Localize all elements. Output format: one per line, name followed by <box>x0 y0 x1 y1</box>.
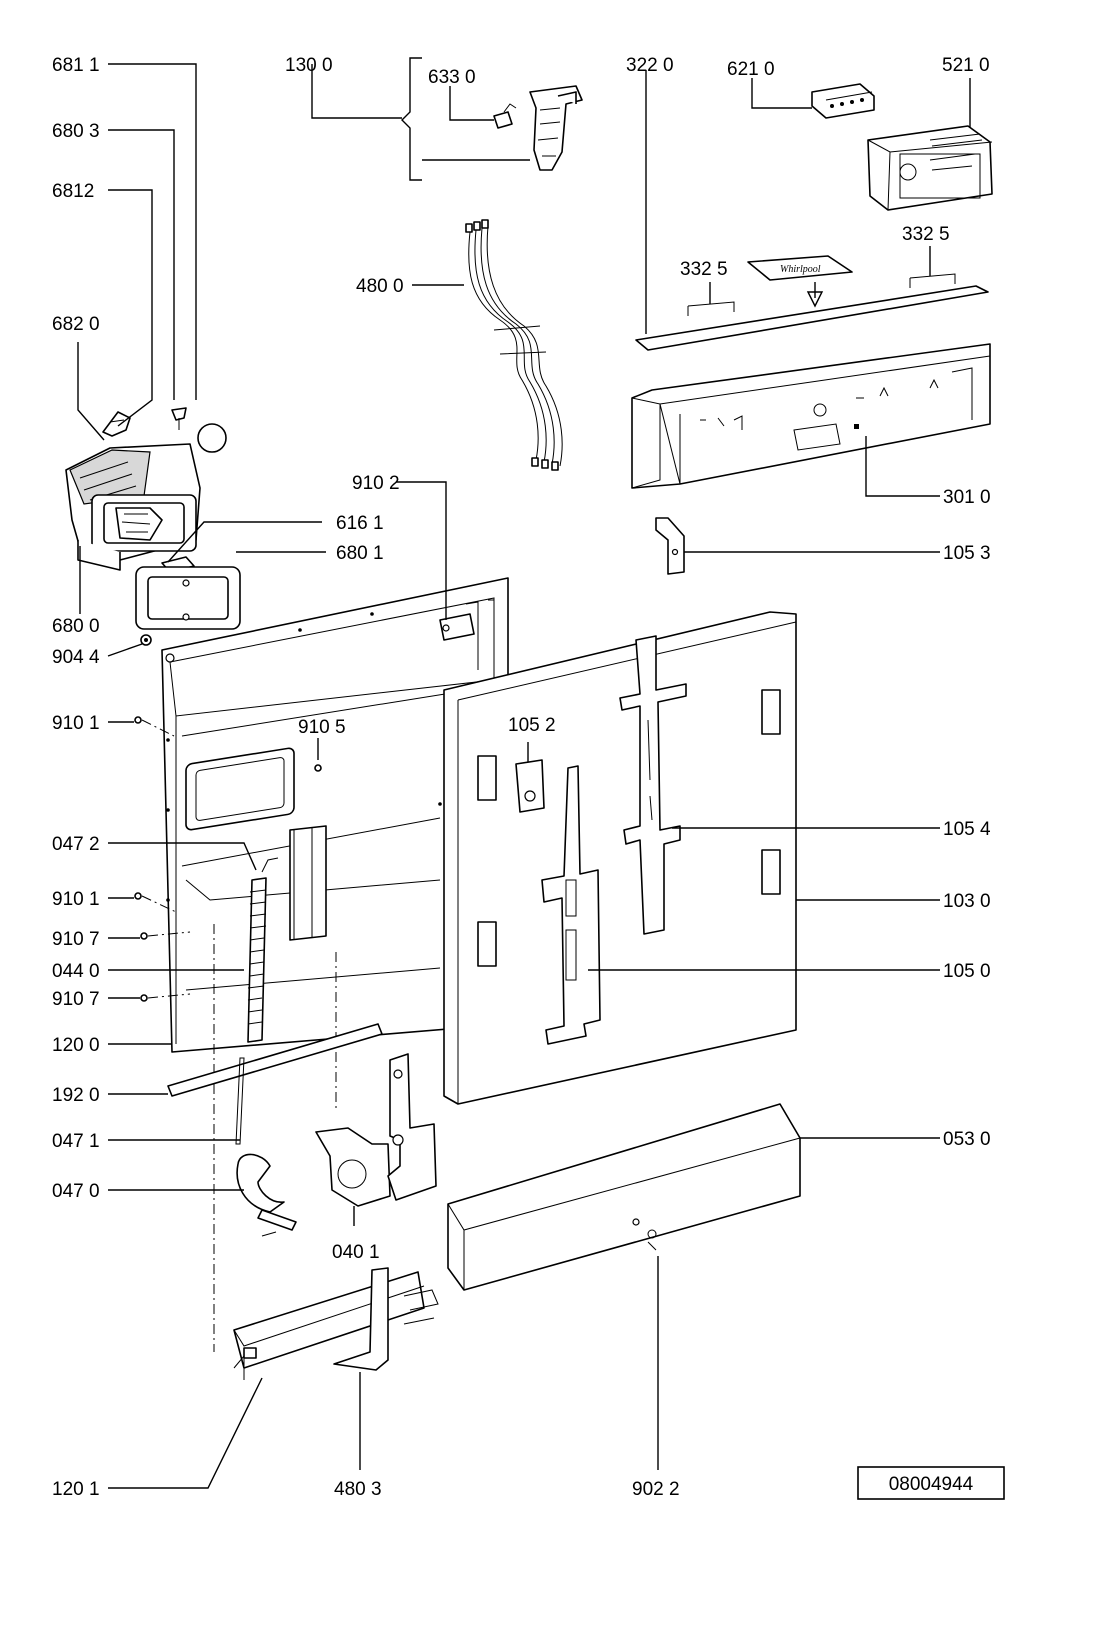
part-label-105-4: 105 4 <box>943 819 991 840</box>
hinge-040-1 <box>315 1053 437 1207</box>
part-label-480-3: 480 3 <box>334 1479 382 1500</box>
part-label-047-1: 047 1 <box>52 1131 100 1152</box>
part-label-105-3: 105 3 <box>943 543 991 564</box>
door-switch-assembly <box>401 57 583 181</box>
part-label-902-2: 902 2 <box>632 1479 680 1500</box>
part-label-047-2: 047 2 <box>52 834 100 855</box>
part-label-053-0: 053 0 <box>943 1129 991 1150</box>
part-label-130-0: 130 0 <box>285 55 333 76</box>
part-label-682-0: 682 0 <box>52 314 100 335</box>
part-labels: 681 1 680 3 6812 682 0 616 1 680 1 680 0… <box>52 55 991 1500</box>
part-label-521-0: 521 0 <box>942 55 990 76</box>
wire-harness <box>465 219 563 471</box>
part-label-332-5-left: 332 5 <box>680 259 728 280</box>
kickplate-053-0 <box>447 1103 801 1291</box>
drawing-number: 08004944 <box>889 1474 974 1495</box>
part-label-332-5-right: 332 5 <box>902 224 950 245</box>
part-label-910-7-top: 910 7 <box>52 929 100 950</box>
part-label-105-2: 105 2 <box>508 715 556 736</box>
leader-lines <box>77 63 971 1489</box>
part-label-910-1-bottom: 910 1 <box>52 889 100 910</box>
outer-panel-103-0 <box>443 611 797 1105</box>
control-panel-group: Whirlpool <box>631 83 993 575</box>
part-label-904-4: 904 4 <box>52 647 100 668</box>
part-label-480-0: 480 0 <box>356 276 404 297</box>
door-spring <box>213 857 337 1352</box>
brand-sticker-text: Whirlpool <box>780 264 821 275</box>
part-label-616-1: 616 1 <box>336 513 384 534</box>
lower-bracket <box>233 1267 439 1380</box>
part-label-910-7-bottom: 910 7 <box>52 989 100 1010</box>
part-label-044-0: 044 0 <box>52 961 100 982</box>
dispenser-assembly <box>65 407 241 630</box>
part-label-322-0: 322 0 <box>626 55 674 76</box>
part-label-120-1: 120 1 <box>52 1479 100 1500</box>
part-label-040-1: 040 1 <box>332 1242 380 1263</box>
part-label-047-0: 047 0 <box>52 1181 100 1202</box>
part-label-105-0: 105 0 <box>943 961 991 982</box>
part-label-910-1-top: 910 1 <box>52 713 100 734</box>
part-label-681-1: 681 1 <box>52 55 100 76</box>
part-label-192-0: 192 0 <box>52 1085 100 1106</box>
drawing-number-box: 08004944 <box>857 1466 1005 1500</box>
part-label-621-0: 621 0 <box>727 59 775 80</box>
part-label-6812: 6812 <box>52 181 94 202</box>
part-label-680-1: 680 1 <box>336 543 384 564</box>
part-label-910-2: 910 2 <box>352 473 400 494</box>
fasteners-left <box>134 634 322 1002</box>
part-label-680-0: 680 0 <box>52 616 100 637</box>
cable-pulley <box>235 1057 297 1237</box>
part-label-120-0: 120 0 <box>52 1035 100 1056</box>
part-label-910-5: 910 5 <box>298 717 346 738</box>
inner-door-120-0 <box>161 577 509 1053</box>
part-label-301-0: 301 0 <box>943 487 991 508</box>
rail-192-0 <box>167 1023 383 1097</box>
part-label-680-3: 680 3 <box>52 121 100 142</box>
part-label-103-0: 103 0 <box>943 891 991 912</box>
part-label-633-0: 633 0 <box>428 67 476 88</box>
